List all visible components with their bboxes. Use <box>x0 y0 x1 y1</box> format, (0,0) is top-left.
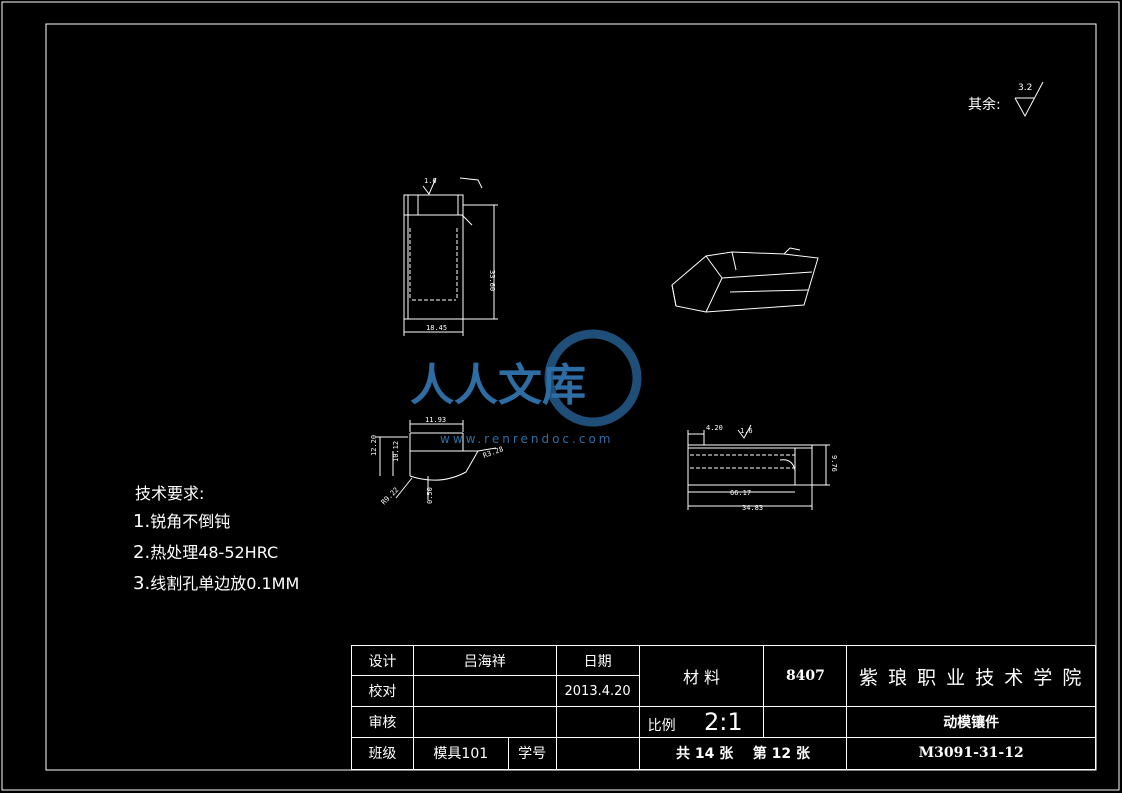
tech-req-title: 技术要求: <box>135 484 205 503</box>
bottom-h2-label: 10.12 <box>392 441 400 462</box>
tech-req-item-1: 1.锐角不倒钝 <box>133 508 230 532</box>
front-height-label: 33.60 <box>488 270 496 291</box>
side-view <box>687 424 830 510</box>
side-mid-label: 66.17 <box>730 489 751 497</box>
reviewer-name <box>412 706 557 738</box>
class-value: 模具101 <box>412 736 509 771</box>
side-total-label: 34.83 <box>742 504 763 512</box>
watermark-url: www.renrendoc.com <box>440 432 613 446</box>
bottom-view <box>376 420 497 500</box>
sheet-count: 共 14 张 第 12 张 <box>638 736 848 771</box>
roughness-symbol <box>1014 81 1044 118</box>
tech-req-item-2: 2.热处理48-52HRC <box>133 539 278 563</box>
tech-req-num-2: 2. <box>133 542 151 563</box>
tech-req-text-2: 热处理48-52HRC <box>150 543 279 562</box>
surface-note-value: 3.2 <box>1018 83 1033 93</box>
bottom-r1-label: R3.28 <box>482 445 505 460</box>
id-label: 学号 <box>507 736 557 771</box>
scale-cell: 比例 2:1 <box>638 706 765 738</box>
tech-req-item-3: 3.线割孔单边放0.1MM <box>133 570 299 594</box>
class-label: 班级 <box>351 736 414 771</box>
id-value <box>555 736 640 771</box>
watermark: 人人文库 www.renrendoc.com <box>410 329 642 446</box>
surface-note-label: 其余: <box>968 97 1001 113</box>
isometric-view <box>671 247 819 313</box>
date-label: 日期 <box>555 644 640 677</box>
checker-name <box>412 675 557 708</box>
tech-req-text-3: 线割孔单边放0.1MM <box>150 574 300 593</box>
empty-scale-cell <box>763 706 848 738</box>
title-block: 设计 吕海祥 日期 材 料 8407 紫 琅 职 业 技 术 学 院 校对 20… <box>351 644 1096 771</box>
designer-name: 吕海祥 <box>412 644 557 677</box>
front-view <box>403 177 498 336</box>
tech-req-text-1: 锐角不倒钝 <box>150 512 231 531</box>
review-label: 审核 <box>351 706 414 738</box>
bottom-h1-label: 12.20 <box>370 435 378 456</box>
scale-value: 2:1 <box>704 708 743 737</box>
school-name: 紫 琅 职 业 技 术 学 院 <box>846 644 1096 708</box>
material-label: 材 料 <box>638 644 765 708</box>
inner-frame <box>45 23 1097 771</box>
scale-label: 比例 <box>647 718 676 735</box>
empty-cell <box>555 706 640 738</box>
design-label: 设计 <box>351 644 414 677</box>
check-label: 校对 <box>351 675 414 708</box>
front-width-label: 18.45 <box>426 324 447 332</box>
watermark-logo: 人人文库 <box>410 360 586 411</box>
side-top-label: 4.20 <box>706 424 723 432</box>
front-roughness-label: 1.6 <box>424 177 437 185</box>
date-value: 2013.4.20 <box>555 675 640 708</box>
side-height-label: 9.76 <box>830 455 838 472</box>
bottom-top-label: 11.93 <box>425 416 446 424</box>
side-roughness-label: 1.6 <box>740 427 753 435</box>
tech-req-num-3: 3. <box>133 573 151 594</box>
part-name: 动模镶件 <box>846 706 1096 738</box>
tech-req-num-1: 1. <box>133 511 151 532</box>
bottom-small-label: 0.50 <box>426 487 434 504</box>
material-value: 8407 <box>763 644 848 708</box>
drawing-number: M3091-31-12 <box>846 736 1096 771</box>
